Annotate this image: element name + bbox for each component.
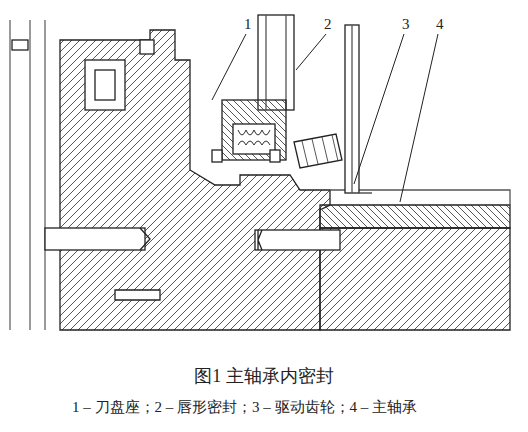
seal-drawing: [0, 0, 528, 340]
callout-number: 2: [322, 16, 334, 32]
callout-number: 3: [400, 16, 412, 32]
callout-number: 4: [434, 16, 446, 32]
parts-list: 1 – 刀盘座；2 – 唇形密封；3 – 驱动齿轮；4 – 主轴承: [72, 398, 417, 417]
figure-caption: 图1 主轴承内密封: [0, 364, 528, 388]
callout-number: 1: [242, 16, 254, 32]
